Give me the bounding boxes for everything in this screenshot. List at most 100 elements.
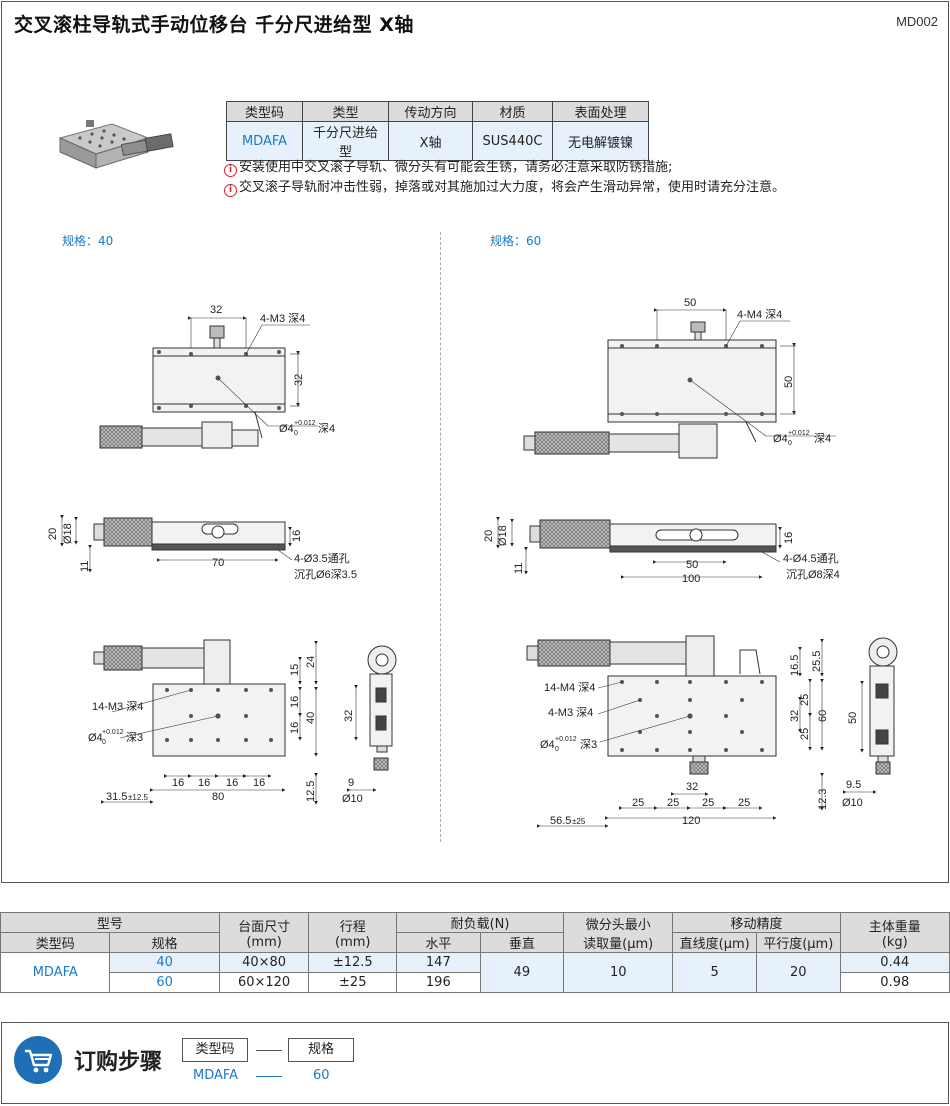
label-right-side-hole: 4-Ø4.5通孔 [783,552,839,565]
label-left-bottom-pin-depth: 深3 [126,731,143,744]
order-title: 订购步骤 [74,1050,163,1075]
right-side-view [496,517,782,579]
label-right-side-counterbore: 沉孔Ø8深4 [786,568,840,581]
info-icon: i [224,184,237,197]
col-header-weight-text: 主体重量 [868,919,921,935]
label-left-bottom-pin: Ø4 [88,732,103,744]
cell-size: 40 [109,952,220,973]
label-left-top-pin-tol-lo: 0 [294,430,298,437]
info-icon: i [224,164,237,177]
col-header-load: 耐负载(N) [396,912,565,933]
dim-left-end-10: Ø10 [342,793,363,805]
col-header-model: 型号 [0,912,220,933]
col-header-surface: 表面处理 [552,101,649,122]
col-header-reading: 微分头最小读取量(μm) [563,912,674,953]
dim-left-bottom-24: 24 [305,656,317,668]
dim-left-top-h: 32 [293,374,305,386]
col-header-type-code: 类型码 [226,101,303,122]
label-left-top-tap: 4-M3 深4 [260,312,305,325]
cell-horizontal-load: 147 [396,952,481,973]
cell-vertical-load: 49 [479,952,565,993]
order-value-type-code: MDAFA [193,1068,239,1083]
note-rust-text: 安装使用中交叉滚子导轨、微分头有可能会生锈，请务必注意采取防锈措施; [239,160,673,175]
dim-left-bottom-16a: 16 [289,696,301,708]
dim-left-bottom-12-5: 12.5 [305,781,317,802]
dim-right-side-outer: 20 [483,530,495,542]
col-header-reading-text: 微分头最小 [585,917,651,933]
dim-right-bottom-offset-tol: ±25 [572,817,586,826]
page-title: 交叉滚柱导轨式手动位移台 千分尺进给型 X轴 [14,14,414,36]
label-right-bottom-pin: Ø4 [540,739,555,751]
dim-left-bottom-16b: 16 [289,722,301,734]
dim-right-side-inner: Ø18 [497,525,509,546]
dim-left-bottom-80: 80 [212,791,224,803]
table-row: 60 60×120 ±25 196 0.98 [1,972,950,993]
col-header-material: 材质 [472,101,553,122]
label-right-top-pin-tol-up: +0.012 [788,430,810,437]
cart-icon [14,1036,62,1084]
col-header-stroke-unit: (mm) [335,934,371,950]
order-value-connector [256,1076,282,1077]
label-left-bottom-pin-tol-up: +0.012 [102,729,124,736]
cell-type-code: MDAFA [226,121,303,161]
table-row: MDAFA 40 40×80 ±12.5 147 49 10 5 20 0.44 [0,952,950,993]
cell-table-size: 40×80 [218,952,310,973]
cell-parallelism: 20 [755,952,841,993]
cell-stroke: ±12.5 [308,952,398,973]
cell-drive-direction: X轴 [388,121,473,161]
note-impact-text: 交叉滚子导轨耐冲击性弱，掉落或对其施加过大力度，将会产生滑动异常，使用时请充分注… [239,180,786,195]
dim-right-side-h: 16 [783,532,795,544]
dim-left-end-32: 32 [343,710,355,722]
dim-right-bottom-h25a: 25 [632,797,644,809]
size-label-60: 规格：60 [490,234,542,248]
dim-left-bottom-h16c: 16 [226,777,238,789]
col-header-type: 类型 [302,101,389,122]
dim-left-side-h: 16 [291,530,303,542]
dim-left-side-low: 11 [79,561,91,572]
cell-straightness: 5 [672,952,757,993]
cell-weight: 0.44 [839,952,950,973]
spec-sheet-frame [1,1,949,883]
cell-surface: 无电解镀镍 [552,121,649,161]
dim-left-bottom-40: 40 [305,712,317,724]
right-bottom-view [526,635,898,828]
dim-right-side-low: 11 [513,563,525,574]
label-left-top-pin-tol-up: +0.012 [294,420,316,427]
col-header-straightness: 直线度(μm) [672,932,757,953]
col-header-weight: 主体重量(kg) [839,912,950,953]
label-right-bottom-pin-tol-up: +0.012 [555,736,577,743]
order-value-size: 60 [313,1068,330,1083]
label-left-top-pin: Ø4 [279,423,294,435]
label-left-bottom-tap: 14-M3 深4 [92,700,143,713]
dim-left-bottom-h16b: 16 [198,777,210,789]
cell-stroke: ±25 [308,972,398,993]
dim-right-bottom-h25d: 25 [738,797,750,809]
col-header-table-size-text: 台面尺寸 [238,919,291,935]
dim-right-bottom-32: 32 [789,710,801,722]
dim-left-side-outer: 20 [47,528,59,540]
product-photo [58,120,174,169]
model-data-table: 型号 台面尺寸(mm) 行程(mm) 耐负载(N) 微分头最小读取量(μm) 移… [0,912,950,993]
label-right-bottom-pin-tol-lo: 0 [555,746,559,753]
label-right-bottom-tap2: 4-M3 深4 [548,706,593,719]
cell-min-reading: 10 [563,952,674,993]
cell-model-type-code: MDAFA [0,952,111,993]
col-header-drive-direction: 传动方向 [388,101,473,122]
cell-material: SUS440C [472,121,553,161]
order-section [1,1022,949,1104]
dim-right-side-len2: 100 [682,573,700,585]
label-left-top-pin-depth: 深4 [318,422,335,435]
dim-left-bottom-15: 15 [289,664,301,676]
dim-right-bottom-h25b: 25 [667,797,679,809]
dim-right-bottom-offset: 56.5 [550,815,571,827]
order-connector [256,1050,282,1051]
type-spec-table: 类型码 类型 传动方向 材质 表面处理 MDAFA 千分尺进给型 X轴 SUS4… [226,101,649,161]
col-header-vertical: 垂直 [479,932,565,953]
dim-left-bottom-offset-tol: ±12.5 [128,793,149,802]
col-header-stroke-text: 行程 [339,919,366,935]
dim-right-end-10: Ø10 [842,797,863,809]
col-header-accuracy: 移动精度 [672,912,841,933]
dim-left-end-9: 9 [348,777,354,789]
dim-right-side-len1: 50 [686,559,698,571]
